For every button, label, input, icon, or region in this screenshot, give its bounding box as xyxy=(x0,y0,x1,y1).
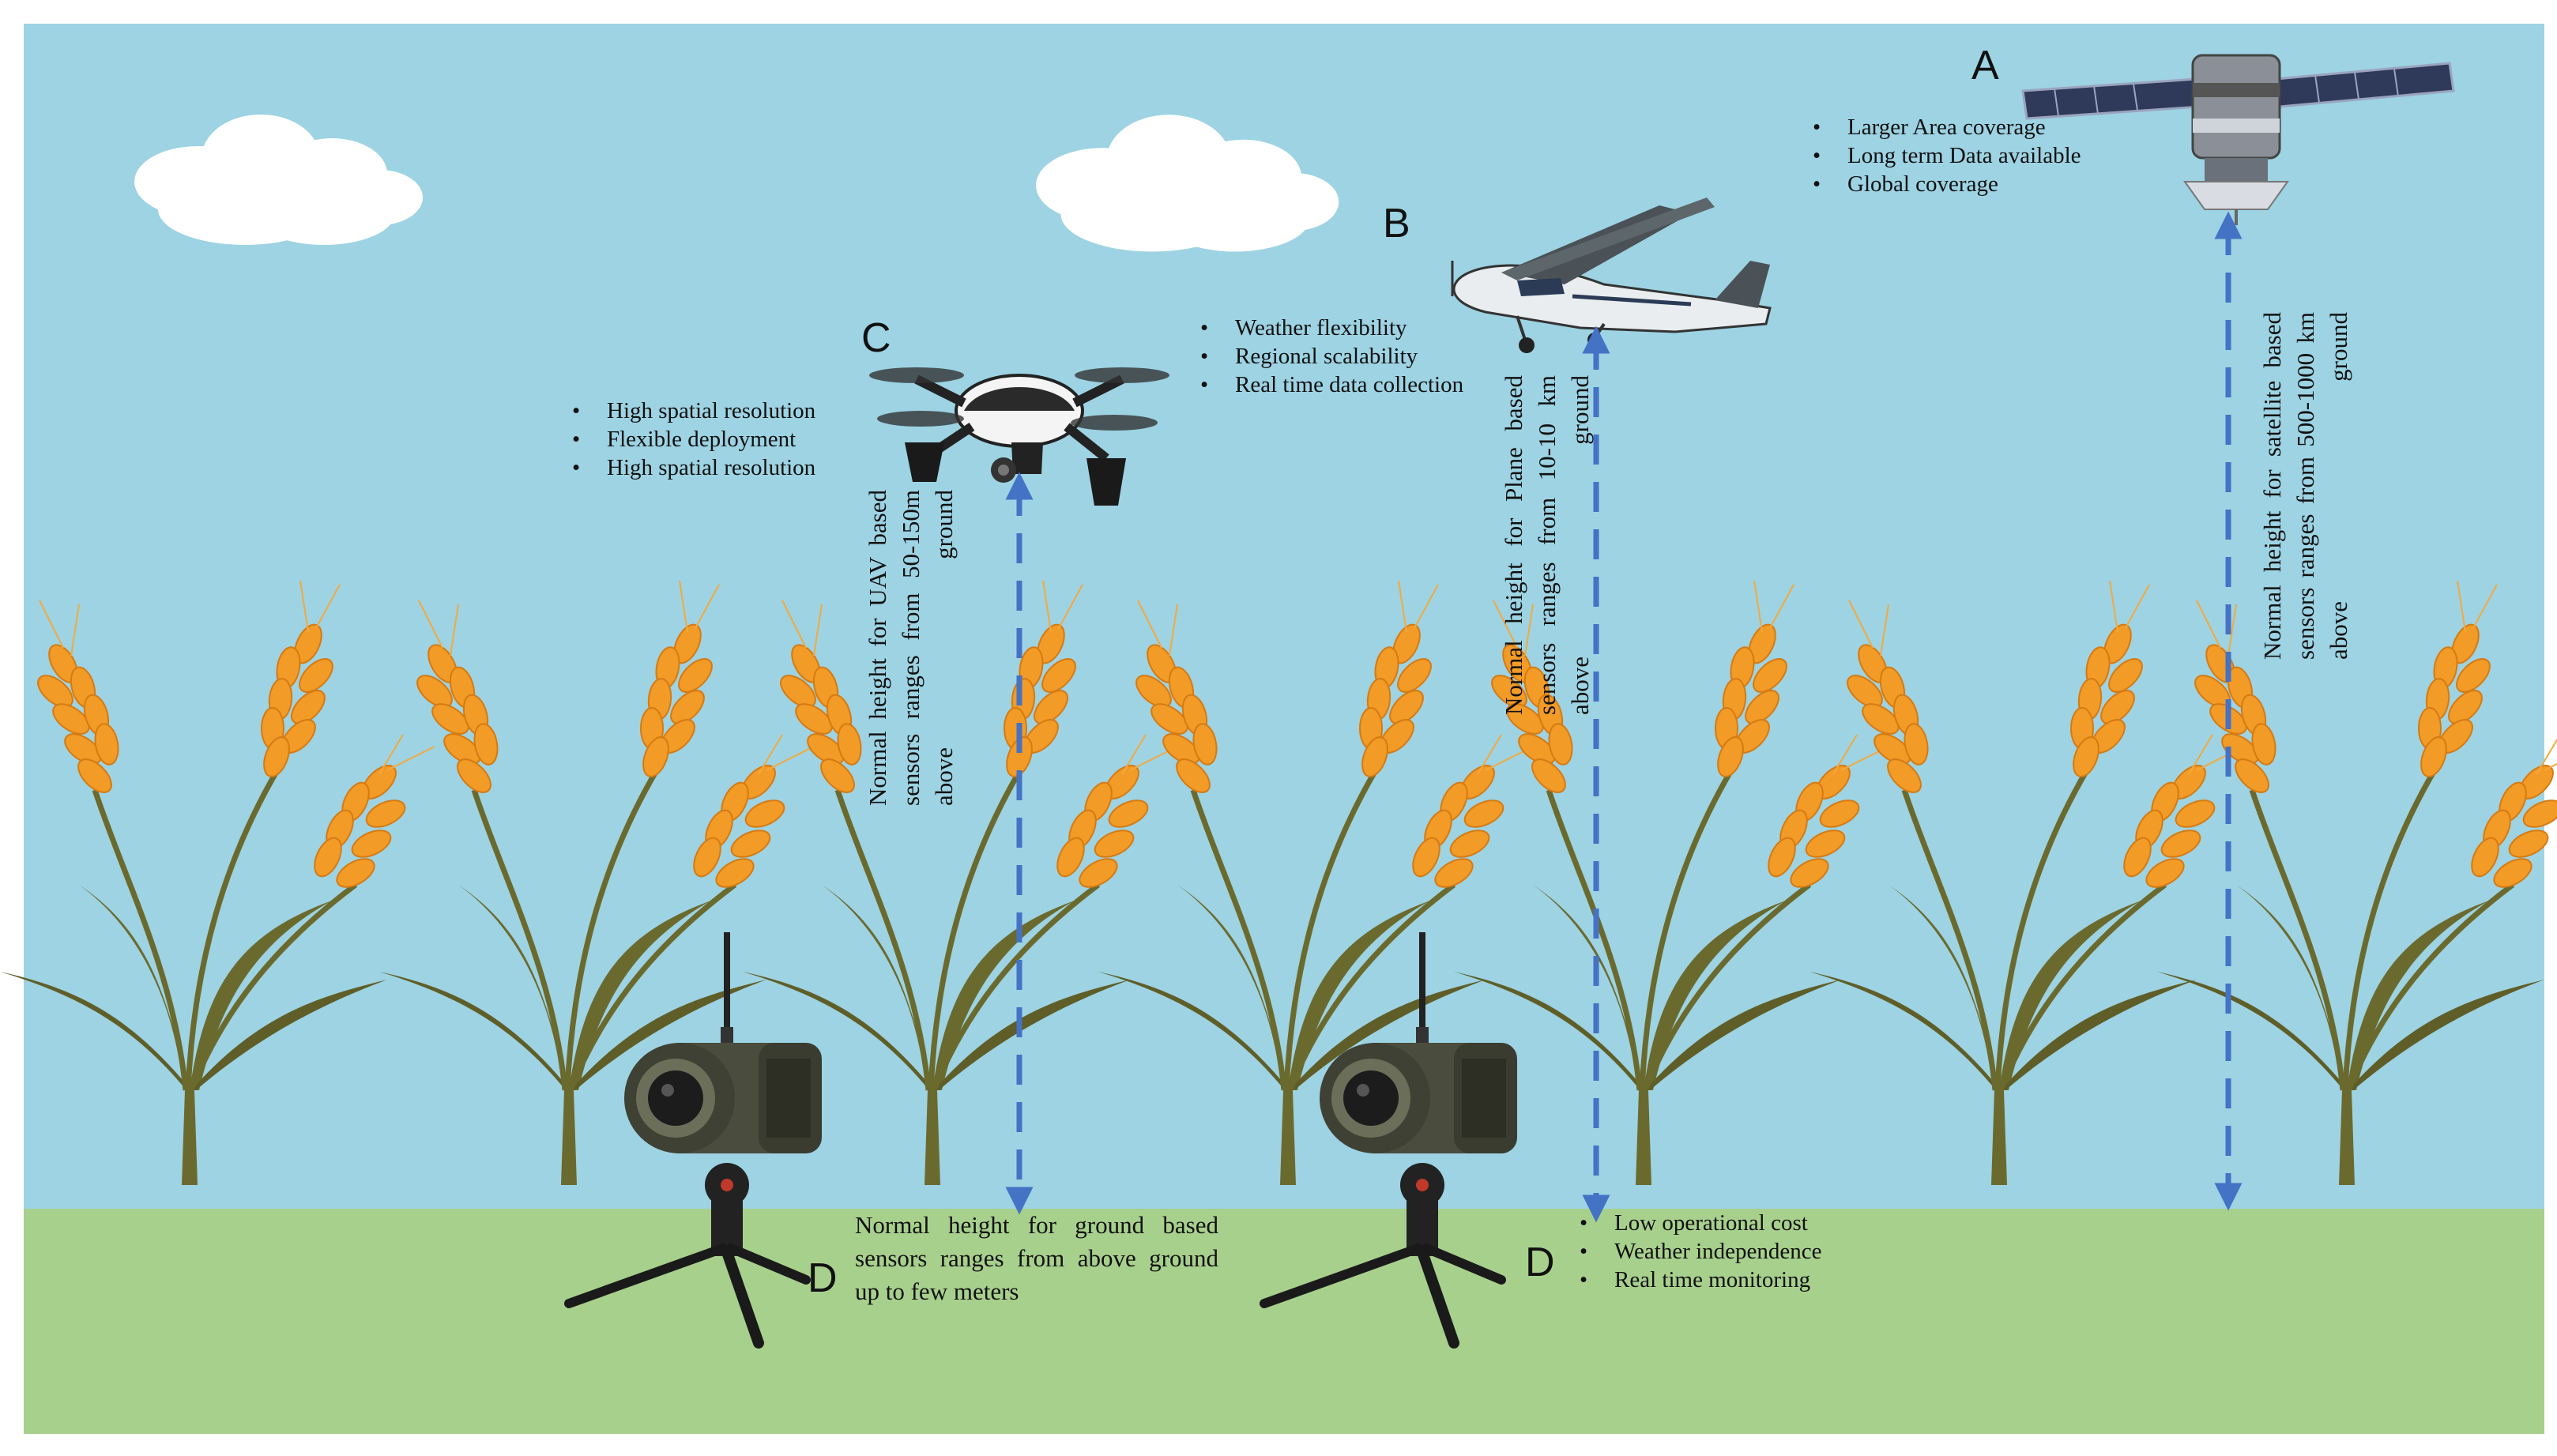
ground-background xyxy=(24,1209,2544,1434)
list-item: High spatial resolution xyxy=(569,397,815,425)
list-item: Weather flexibility xyxy=(1197,314,1463,342)
ground-height-text: Normal height for ground based sensors r… xyxy=(855,1211,1218,1305)
ground-right-letter: D xyxy=(1525,1240,1555,1285)
plane-bullets: Weather flexibility Regional scalability… xyxy=(1197,314,1463,399)
list-item: Regional scalability xyxy=(1197,342,1463,371)
ground-left-letter: D xyxy=(808,1255,838,1301)
uav-letter: C xyxy=(861,315,891,361)
satellite-height-text: Normal height for satellite based sensor… xyxy=(2258,312,2352,660)
list-item: Real time data collection xyxy=(1197,371,1463,399)
satellite-icon xyxy=(2021,54,2455,225)
ground-right-bullets: Low operational cost Weather independenc… xyxy=(1576,1209,1822,1294)
plane-height-text: Normal height for Plane based sensors ra… xyxy=(1500,375,1594,715)
plane-letter: B xyxy=(1383,201,1410,246)
list-item: Long term Data available xyxy=(1809,141,2081,170)
uav-height-text: Normal height for UAV based sensors rang… xyxy=(864,490,958,806)
list-item: High spatial resolution xyxy=(569,453,815,482)
drone-icon xyxy=(869,367,1169,506)
uav-bullets: High spatial resolution Flexible deploym… xyxy=(569,397,815,482)
list-item: Low operational cost xyxy=(1576,1209,1822,1237)
list-item: Global coverage xyxy=(1809,170,2081,198)
list-item: Weather independence xyxy=(1576,1237,1822,1266)
list-item: Real time monitoring xyxy=(1576,1266,1822,1294)
list-item: Larger Area coverage xyxy=(1809,113,2081,141)
list-item: Flexible deployment xyxy=(569,425,815,453)
satellite-bullets: Larger Area coverage Long term Data avai… xyxy=(1809,113,2081,198)
plane-icon xyxy=(1451,198,1772,353)
satellite-letter: A xyxy=(1971,43,1999,88)
